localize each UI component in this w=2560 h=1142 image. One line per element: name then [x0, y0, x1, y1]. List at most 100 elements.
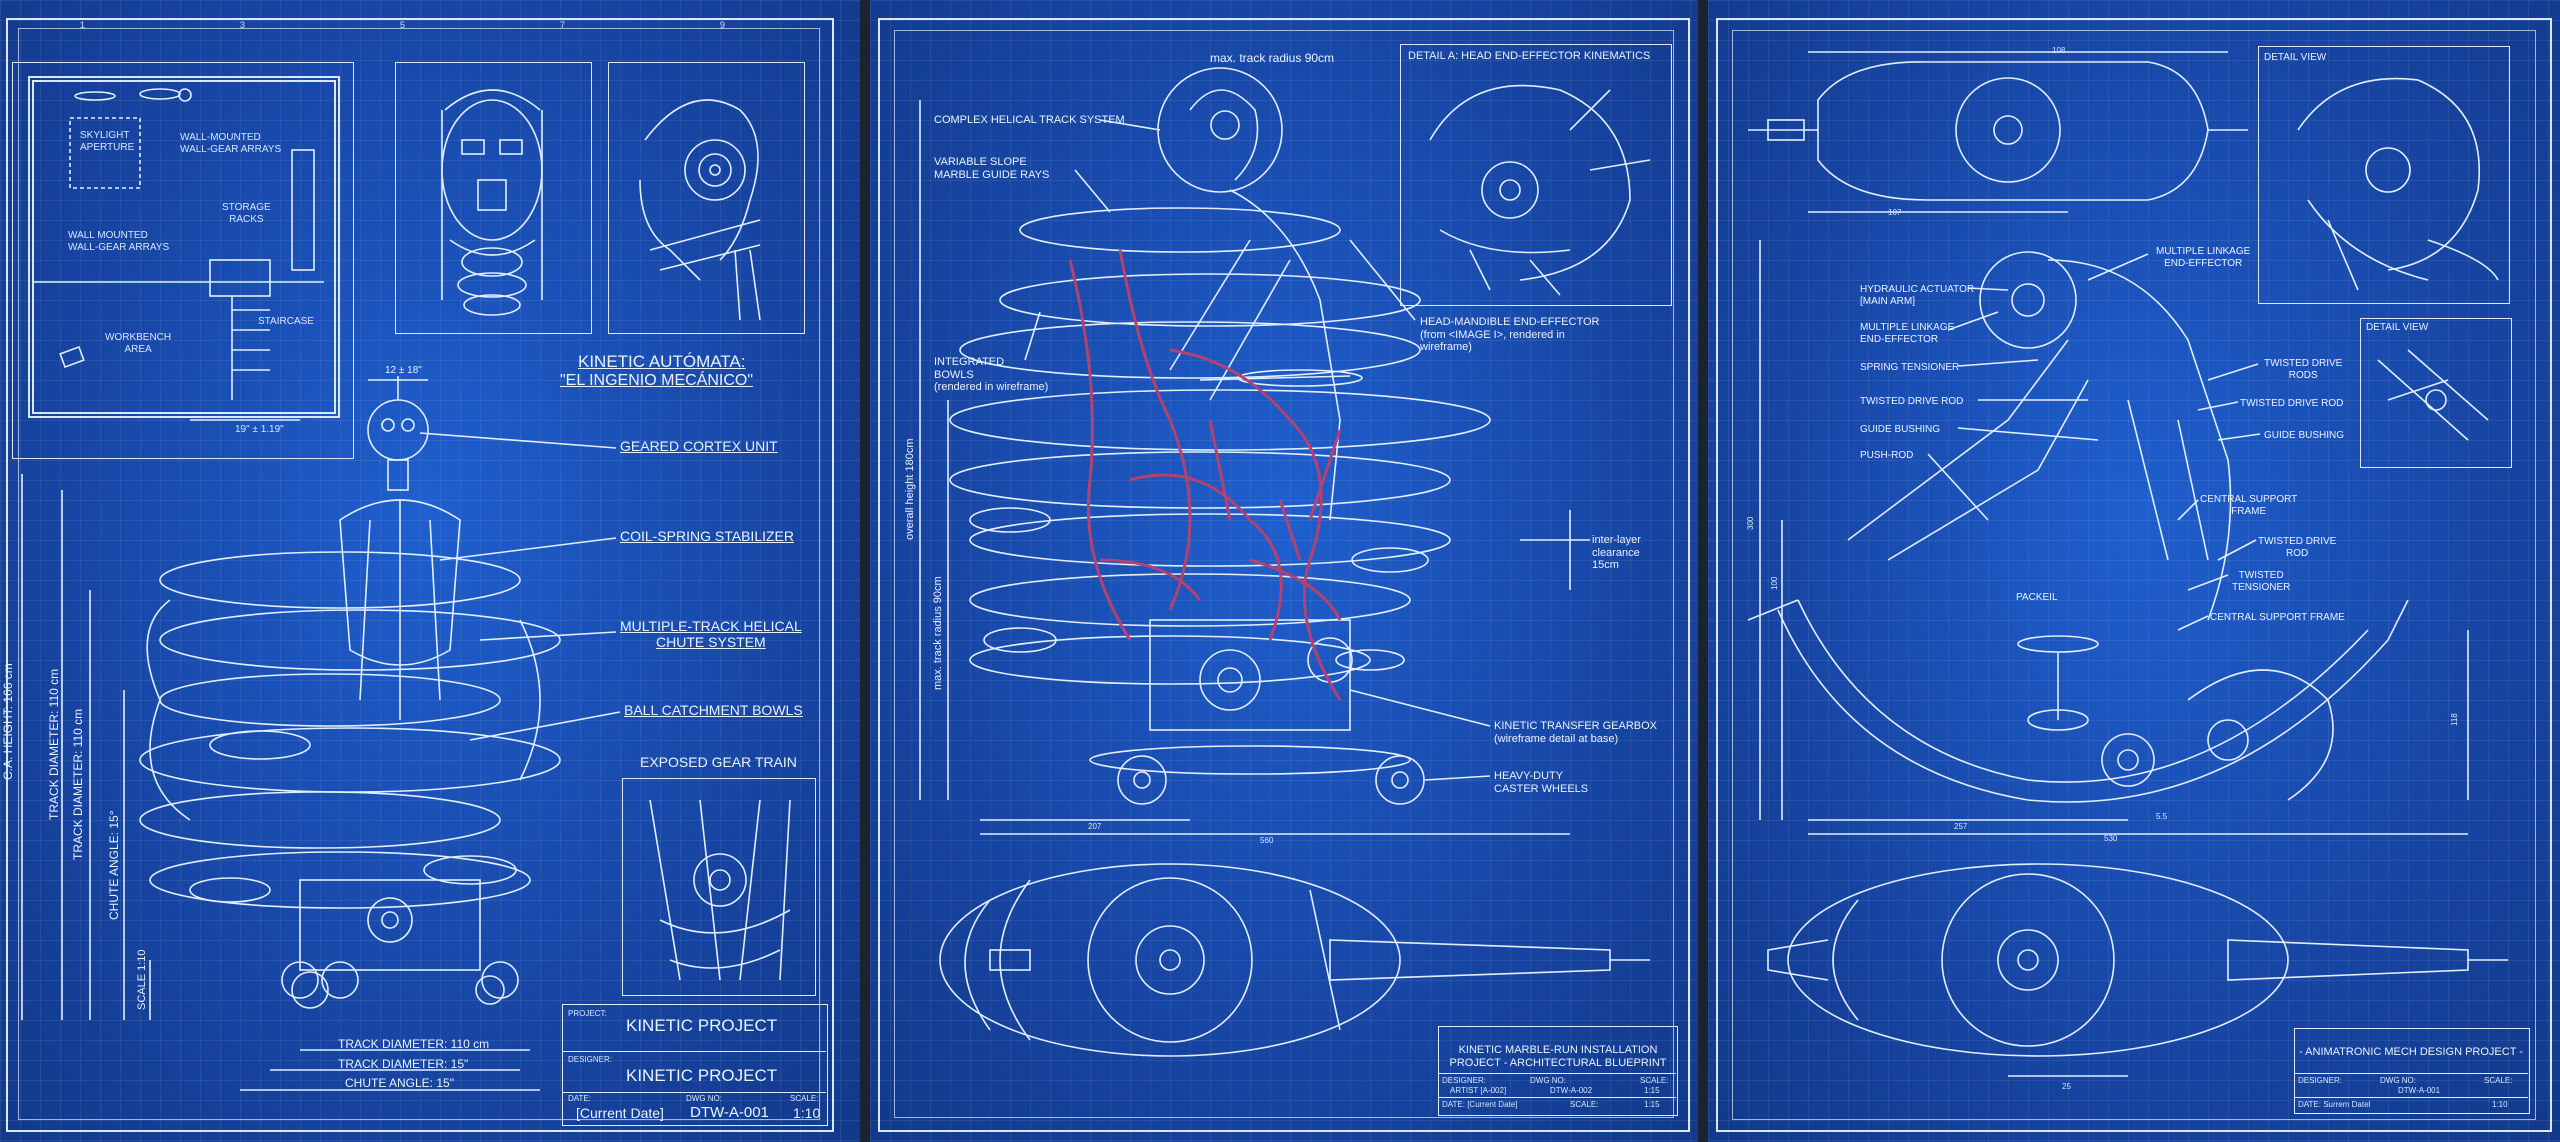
callout-helical-track: COMPLEX HELICAL TRACK SYSTEM [934, 114, 1125, 126]
detail-view-label-2: DETAIL VIEW [2366, 322, 2429, 333]
sheet-inner-border [1732, 30, 2536, 1120]
tb2-scale-label: SCALE: [1640, 1076, 1669, 1085]
title-block [1438, 1026, 1678, 1116]
tb2-scale-value: 1:15 [1644, 1086, 1660, 1095]
title-block-row [563, 1051, 826, 1093]
tb-date-value: [Current Date] [576, 1105, 664, 1121]
callout-linkage-right: MULTIPLE LINKAGE END-EFFECTOR [2156, 246, 2251, 269]
plan-dimension: 19" ± 1.19" [235, 424, 284, 435]
ruler-mark: 1 [80, 20, 86, 30]
tb-scale-value: 1:10 [793, 1105, 821, 1121]
tb3-designer-label: DESIGNER: [2298, 1076, 2343, 1085]
ruler-mark: 9 [720, 20, 726, 30]
tb-project-label: PROJECT: [568, 1009, 607, 1018]
callout-coil-spring: COIL-SPRING STABILIZER [620, 528, 794, 544]
callout-guide-bushing-right: GUIDE BUSHING [2264, 430, 2345, 441]
marble-track-overlay [1068, 249, 1342, 701]
tb-project-value: KINETIC PROJECT [626, 1016, 778, 1035]
marble-run-wireframe-drawing [919, 67, 1651, 1057]
dim-25: 25 [2062, 1082, 2071, 1091]
callout-marble-guide: VARIABLE SLOPE MARBLE GUIDE RAYS [934, 156, 1050, 181]
callout-guide-bushing-left: GUIDE BUSHING [1860, 424, 1941, 435]
callout-twisted-rod-left: TWISTED DRIVE ROD [1860, 396, 1964, 407]
dim-108: 108 [2052, 46, 2066, 55]
title-block [2294, 1028, 2530, 1114]
blueprint-sheet-automata: 1 3 5 7 9 SKYLIGHT APERTURE WALL-MOUNTED… [0, 0, 860, 1142]
callout-twisted-drive-rod: TWISTED DRIVE ROD [2258, 536, 2337, 559]
tb2-dwg-value: DTW-A-002 [1550, 1086, 1593, 1095]
dim-bottom-chute-angle: CHUTE ANGLE: 15" [345, 1076, 454, 1090]
tb3-title: - ANIMATRONIC MECH DESIGN PROJECT - [2299, 1046, 2523, 1058]
tb-scale-label: SCALE: [790, 1094, 819, 1103]
tb-designer-label: DESIGNER: [568, 1055, 613, 1064]
tb3-dwg-label: DWG NO: [2380, 1076, 2416, 1085]
automata-wireframe-drawing [21, 88, 791, 1091]
sheet-border [6, 18, 834, 1132]
detail-a-frame [1400, 44, 1672, 306]
title-block-row [2295, 1073, 2528, 1098]
animatronic-wireframe-drawing [1747, 51, 2508, 1077]
floor-plan [12, 62, 354, 459]
callout-twisted-rod-right: TWISTED DRIVE ROD [2240, 398, 2344, 409]
detail-a-title: DETAIL A: HEAD END-EFFECTOR KINEMATICS [1408, 50, 1651, 62]
title-block [562, 1004, 828, 1126]
callout-packeil: PACKEIL [2016, 592, 2058, 603]
callout-central-support-1: CENTRAL SUPPORT FRAME [2200, 494, 2298, 517]
plan-label-storage: STORAGE RACKS [222, 202, 271, 225]
sheet-inner-border [18, 28, 820, 1120]
callout-catchment-bowls: BALL CATCHMENT BOWLS [624, 702, 803, 718]
tb3-date: DATE: Surrem Datel [2298, 1100, 2371, 1109]
gear-train-detail-frame [622, 778, 816, 996]
max-track-radius-top: max. track radius 90cm [1210, 51, 1335, 65]
gear-train-label: EXPOSED GEAR TRAIN [640, 754, 797, 770]
plan-label-skylight: SKYLIGHT APERTURE [80, 130, 135, 153]
head-side-view-frame [608, 62, 805, 334]
callout-push-rod: PUSH-ROD [1860, 450, 1914, 461]
tb-dwg-value: DTW-A-001 [690, 1104, 769, 1121]
tb2-designer-label: DESIGNER: [1442, 1076, 1487, 1085]
callout-head-mandible: HEAD-MANDIBLE END-EFFECTOR (from <IMAGE … [1420, 316, 1600, 354]
dim-bottom-track-diameter-in: TRACK DIAMETER: 15" [338, 1057, 469, 1071]
tb2-scale2-value: 1:15 [1644, 1100, 1660, 1109]
dim-560: 560 [1260, 836, 1274, 845]
sheet-border [1716, 18, 2552, 1132]
plan-label-staircase: STAIRCASE [258, 316, 314, 327]
detail-view-frame-1 [2258, 46, 2510, 304]
plan-label-wall-gear-top: WALL-MOUNTED WALL-GEAR ARRAYS [180, 132, 282, 155]
detail-view-label-1: DETAIL VIEW [2264, 52, 2327, 63]
dim-207: 207 [1088, 822, 1102, 831]
callout-twisted-tensioner: TWISTED TENSIONER [2232, 570, 2291, 593]
title-block-row [2295, 1029, 2528, 1074]
tb-designer-value: KINETIC PROJECT [626, 1066, 778, 1085]
ruler-mark: 5 [400, 20, 406, 30]
callout-interlayer: inter-layer clearance 15cm [1592, 534, 1641, 572]
ruler-mark: 7 [560, 20, 566, 30]
plan-label-wall-gear-left: WALL MOUNTED WALL-GEAR ARRAYS [68, 230, 170, 253]
callout-geared-cortex: GEARED CORTEX UNIT [620, 438, 778, 454]
callout-gearbox: KINETIC TRANSFER GEARBOX (wireframe deta… [1494, 720, 1657, 745]
dim-bottom-track-diameter: TRACK DIAMETER: 110 cm [338, 1037, 490, 1051]
head-front-view-frame [395, 62, 592, 334]
tb3-scale-value: 1:10 [2492, 1100, 2508, 1109]
callout-integrated-bowls: INTEGRATED BOWLS (rendered in wireframe) [934, 356, 1049, 394]
tb2-scale2-label: SCALE: [1570, 1100, 1599, 1109]
dim-257: 257 [1954, 822, 1968, 831]
callout-spring-tensioner: SPRING TENSIONER [1860, 362, 1960, 373]
callout-central-support-2: CENTRAL SUPPORT FRAME [2210, 612, 2345, 623]
callout-casters: HEAVY-DUTY CASTER WHEELS [1494, 770, 1589, 795]
plan-label-workbench: WORKBENCH AREA [105, 332, 172, 355]
title-block-row [1439, 1073, 1676, 1098]
tb2-dwg-label: DWG NO: [1530, 1076, 1566, 1085]
head-dimension: 12 ± 18" [385, 365, 422, 376]
dim-5-5: 5.5 [2156, 812, 2168, 821]
sheet1-title-line1: KINETIC AUTÓMATA: [578, 352, 746, 371]
sheet1-title-line2: "EL INGENIO MECÁNICO" [560, 372, 754, 389]
dim-530: 530 [2104, 834, 2118, 843]
tb3-scale-label: SCALE: [2484, 1076, 2513, 1085]
tb2-date: DATE: [Current Date] [1442, 1100, 1518, 1109]
ruler-mark: 3 [240, 20, 246, 30]
callout-hydraulic-actuator: HYDRAULIC ACTUATOR [MAIN ARM] [1860, 284, 1975, 307]
sheet-border [878, 18, 1690, 1132]
tb-date-label: DATE: [568, 1094, 591, 1103]
callout-helical-chute: MULTIPLE-TRACK HELICAL CHUTE SYSTEM [620, 618, 802, 651]
